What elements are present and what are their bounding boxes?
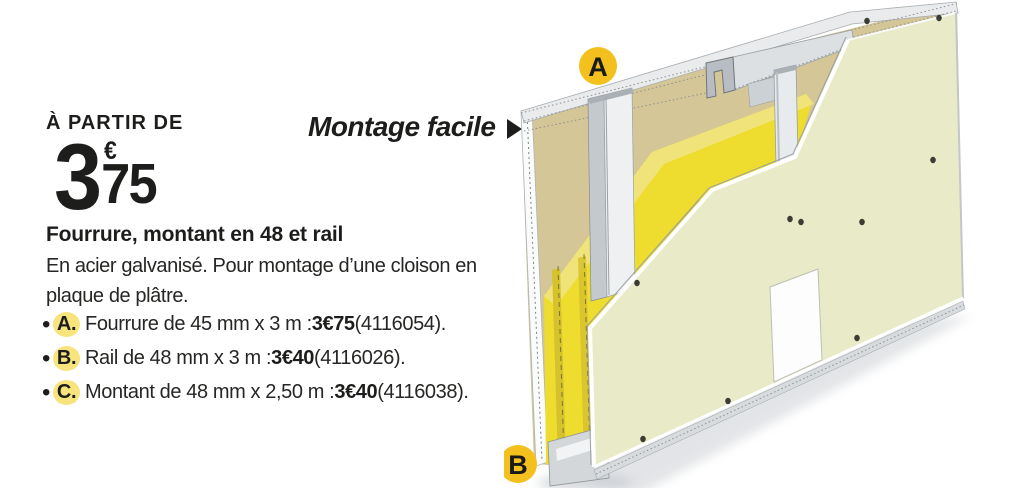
variant-price: 3€40: [271, 347, 315, 369]
variant-text: Rail de 48 mm x 3 m :: [85, 347, 272, 369]
variant-ref: (4116026).: [314, 347, 406, 369]
description-line-2: plaque de plâtre.: [46, 285, 189, 307]
variant-price: 3€40: [334, 381, 378, 403]
partition-wall-illustration: A B: [504, 1, 972, 488]
callout-label: Montage facile: [308, 111, 496, 142]
bullet-icon: •: [42, 378, 51, 406]
badge-a-letter: A: [588, 52, 608, 82]
screws: [634, 14, 942, 443]
rail-c-profile-cut: [705, 56, 736, 99]
description-line-1: En acier galvanisé. Pour montage d’une c…: [46, 255, 477, 277]
bullet-icon: •: [42, 344, 51, 372]
variant-ref: (4116054).: [354, 313, 447, 335]
price-sup-group: € 75: [101, 137, 158, 216]
front-panel: [586, 12, 964, 469]
euro-sign: €: [103, 137, 117, 165]
price-integer: 3: [54, 124, 102, 229]
list-item: • A. Fourrure de 45 mm x 3 m : 3€75 (411…: [42, 312, 469, 337]
variant-letter-badge: A.: [53, 312, 81, 337]
bottom-edge-strip: [593, 300, 966, 480]
variant-price: 3€75: [311, 313, 355, 335]
variant-letter-badge: B.: [53, 346, 81, 371]
variant-letter-badge: C.: [53, 380, 81, 405]
price-eyebrow: À PARTIR DE: [46, 112, 184, 134]
arrow-right-icon: [507, 118, 523, 139]
product-variant-list: • A. Fourrure de 45 mm x 3 m : 3€75 (411…: [42, 312, 469, 414]
panel-cutout: [769, 268, 823, 383]
product-description: En acier galvanisé. Pour montage d’une c…: [46, 251, 477, 311]
list-item: • C. Montant de 48 mm x 2,50 m : 3€40 (4…: [42, 380, 469, 405]
middle-stud: [747, 64, 799, 166]
easy-assembly-callout: Montage facile ▶: [308, 111, 523, 143]
badge-b: B: [504, 445, 537, 483]
variant-text: Montant de 48 mm x 2,50 m :: [85, 381, 335, 403]
list-item: • B. Rail de 48 mm x 3 m : 3€40 (4116026…: [42, 346, 469, 371]
bullet-icon: •: [42, 310, 51, 338]
price-block: 3 € 75: [54, 124, 158, 229]
product-title: Fourrure, montant en 48 et rail: [46, 223, 344, 246]
badge-b-letter: B: [508, 450, 528, 480]
badge-a: A: [579, 47, 617, 85]
price-cents: 75: [101, 152, 158, 216]
variant-text: Fourrure de 45 mm x 3 m :: [85, 313, 312, 335]
variant-ref: (4116038).: [377, 381, 469, 403]
left-stud: [587, 87, 636, 302]
